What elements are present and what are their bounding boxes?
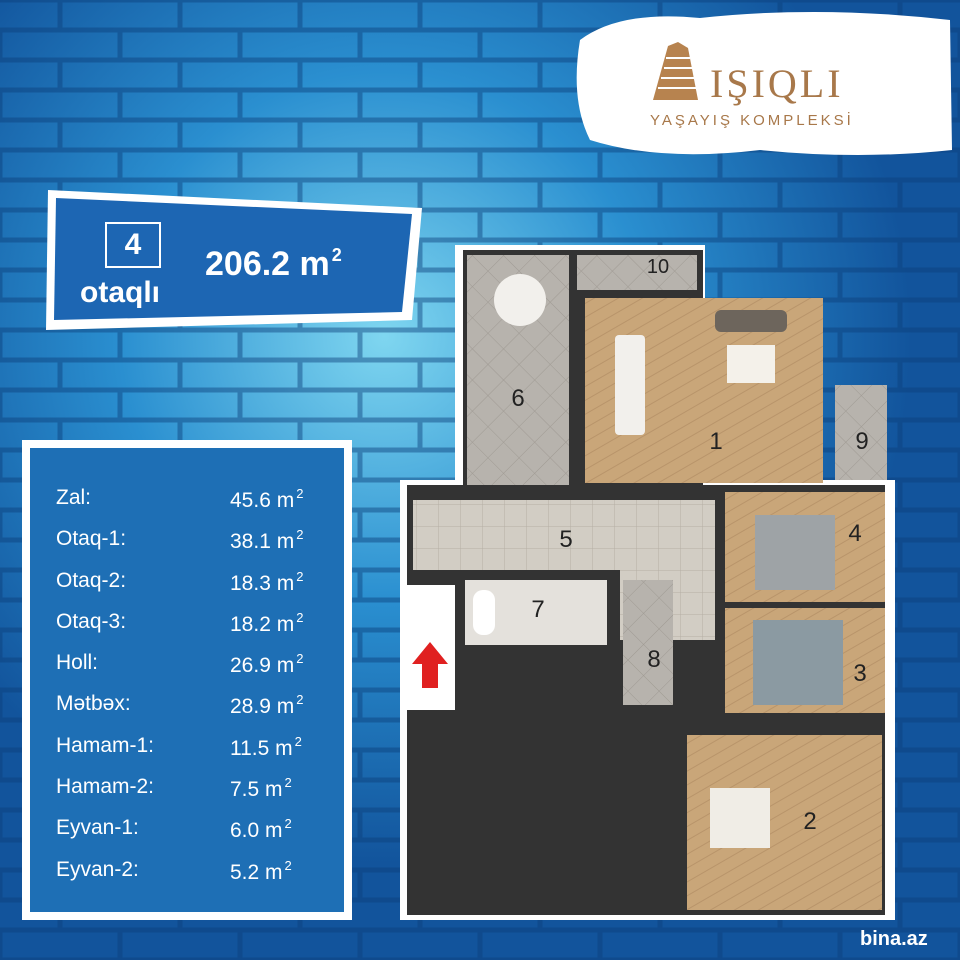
- plan-label-1: 1: [709, 428, 723, 455]
- plan-label-6: 6: [511, 385, 525, 412]
- area-label: Eyvan-2:: [56, 857, 139, 881]
- area-label: Otaq-1:: [56, 527, 127, 551]
- building-logo-icon: [653, 42, 698, 100]
- room-count-banner: [46, 190, 422, 330]
- plan-label-7: 7: [531, 596, 545, 623]
- plan-label-9: 9: [855, 428, 869, 455]
- area-label: Mətbəx:: [56, 692, 131, 716]
- area-label: Hamam-1:: [56, 733, 155, 757]
- area-label: Otaq-3:: [56, 609, 127, 633]
- logo-subtitle: YAŞAYIŞ KOMPLEKSİ: [650, 112, 854, 129]
- rooms-word: otaqlı: [80, 276, 160, 309]
- plan-label-4: 4: [848, 520, 862, 547]
- entrance-arrow-icon: [412, 642, 448, 688]
- area-label: Zal:: [56, 486, 92, 509]
- floor-plan: [400, 245, 895, 920]
- plan-label-2: 2: [803, 808, 817, 835]
- logo-name: IŞIQLI: [710, 61, 844, 106]
- plan-label-3: 3: [853, 660, 867, 687]
- area-label: Eyvan-1:: [56, 816, 139, 840]
- area-label: Holl:: [56, 651, 99, 675]
- rooms-count: 4: [105, 222, 161, 268]
- area-label: Otaq-2:: [56, 568, 127, 592]
- plan-label-5: 5: [559, 526, 573, 553]
- area-label: Hamam-2:: [56, 775, 155, 799]
- plan-label-8: 8: [647, 646, 661, 673]
- plan-label-10: 10: [646, 256, 670, 278]
- watermark: bina.az: [860, 928, 928, 950]
